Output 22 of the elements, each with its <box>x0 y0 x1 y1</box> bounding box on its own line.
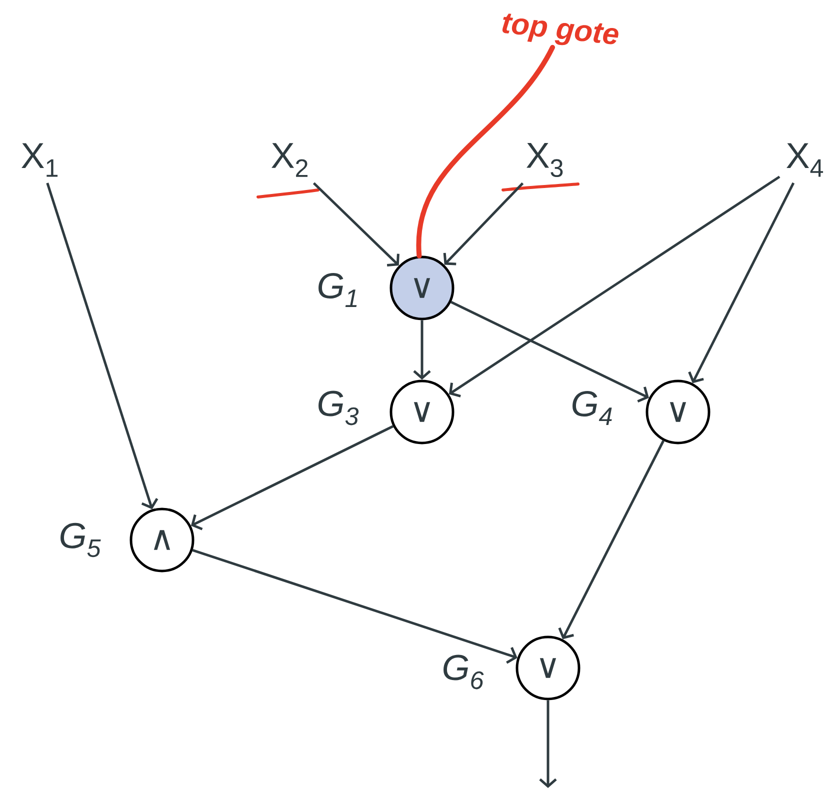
arrow <box>539 700 557 788</box>
annotation-text: top gote <box>502 14 618 46</box>
gate-label: G$_{4}$ <box>572 391 612 425</box>
leader-line <box>416 44 556 258</box>
arrow <box>413 320 431 380</box>
arrow <box>443 182 524 266</box>
gate-label: G$_{5}$ <box>60 522 101 558</box>
gate-label: G$_{6}$ <box>444 654 484 690</box>
input-label: X$_{3}$ <box>526 142 563 178</box>
input-label: X$_{1}$ <box>22 143 58 177</box>
arrow <box>192 548 518 664</box>
arrow <box>450 300 649 403</box>
gate-label: G$_{1}$ <box>318 273 357 307</box>
arrow <box>688 182 795 384</box>
arrow <box>558 440 665 640</box>
arrow <box>448 176 780 398</box>
input-label: X$_{4}$ <box>786 143 824 177</box>
arrow <box>46 182 158 510</box>
arrow <box>190 425 394 530</box>
arrow <box>312 182 400 266</box>
input-label: X$_{2}$ <box>272 143 308 177</box>
gate-label: G$_{3}$ <box>318 390 359 426</box>
